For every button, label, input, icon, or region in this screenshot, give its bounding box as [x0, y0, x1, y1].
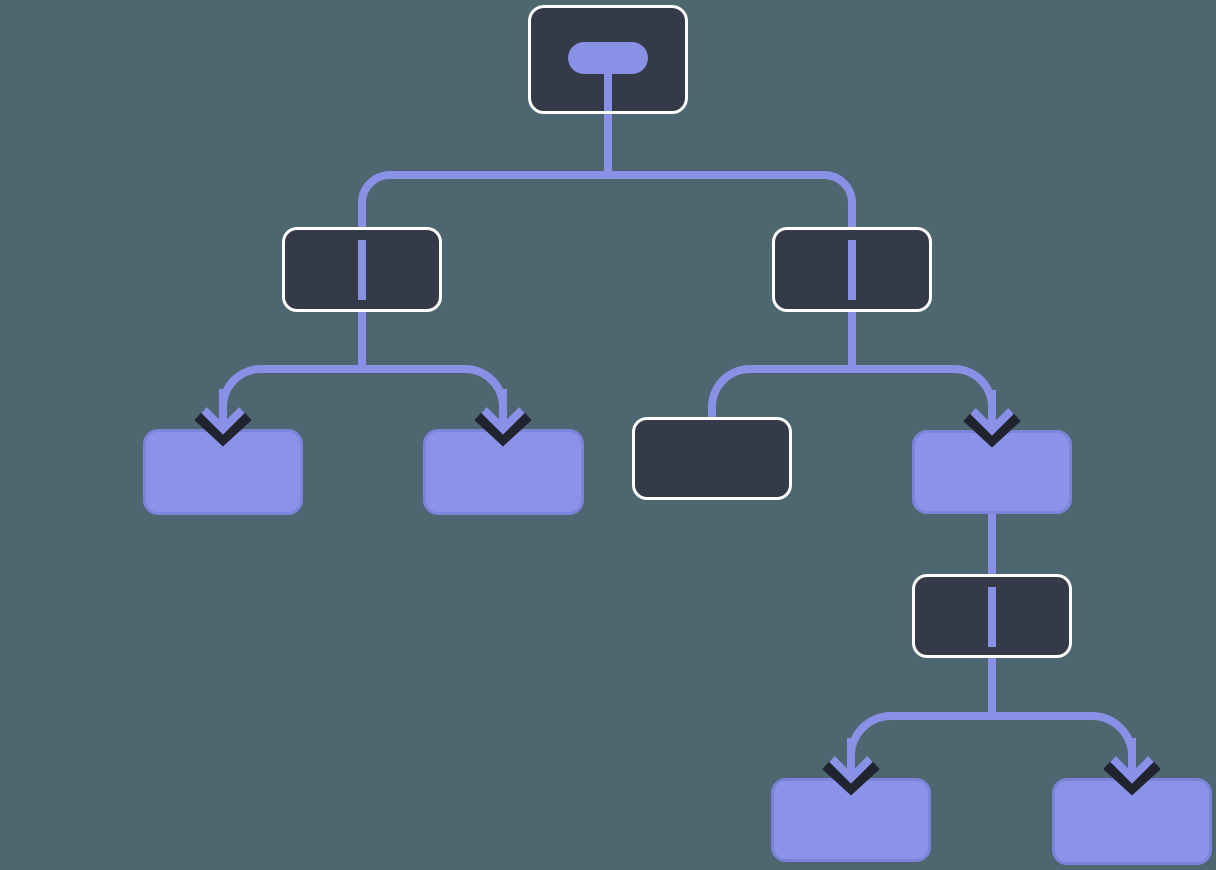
divider-bar	[848, 240, 856, 300]
leaf-node-left-2[interactable]	[423, 429, 584, 515]
pill-stem	[604, 72, 612, 111]
leaf-node-bottom-left[interactable]	[771, 778, 931, 862]
leaf-node-left-1[interactable]	[143, 429, 303, 515]
branch-node-left[interactable]	[282, 227, 442, 312]
edge-split-low-to-leaves	[847, 712, 1136, 774]
pill-placeholder	[568, 42, 648, 74]
leaf-node-right[interactable]	[912, 430, 1072, 514]
divider-bar	[988, 587, 996, 647]
branch-node-right[interactable]	[772, 227, 932, 312]
edge-root-to-branches	[358, 171, 856, 231]
split-node-lower[interactable]	[912, 574, 1072, 658]
divider-bar	[358, 240, 366, 300]
child-node-dark[interactable]	[632, 417, 792, 500]
root-node[interactable]	[528, 5, 688, 114]
leaf-node-bottom-right[interactable]	[1052, 778, 1212, 865]
edge-branch-left-to-leaves	[219, 365, 507, 424]
